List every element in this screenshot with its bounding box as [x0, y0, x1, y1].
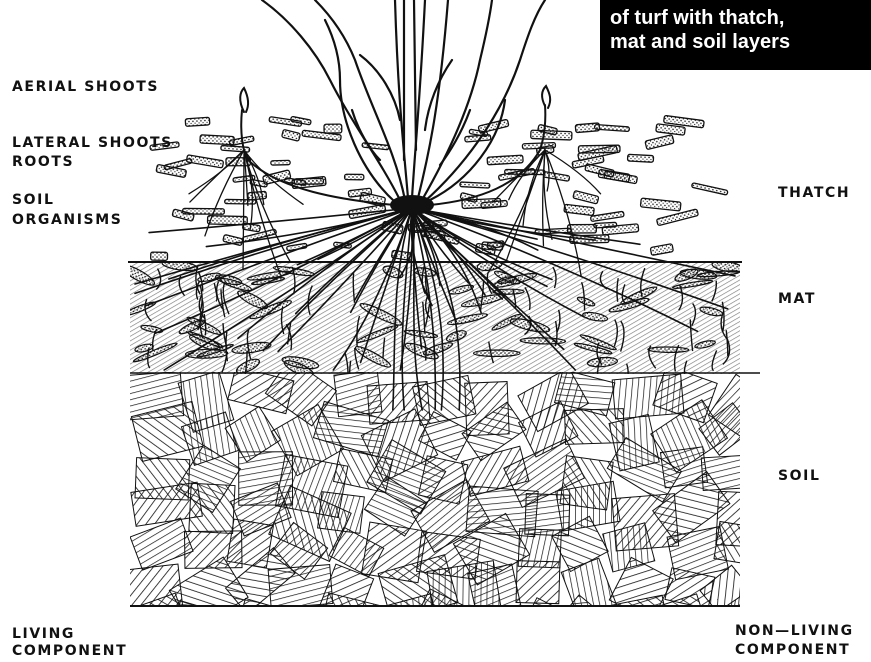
soil-layer [124, 358, 775, 660]
title-line-1: of turf with thatch, [610, 6, 871, 30]
label-soil: SOIL [778, 466, 821, 487]
label-roots: ROOTS [12, 152, 74, 173]
title-line-2: mat and soil layers [610, 30, 871, 54]
label-living-component: COMPONENT [12, 641, 127, 662]
label-aerial-shoots: AERIAL SHOOTS [12, 77, 159, 98]
aerial-shoots [262, 0, 545, 202]
figure-title: of turf with thatch, mat and soil layers [600, 0, 871, 70]
label-soil-organisms-line1: SOIL [12, 190, 55, 211]
label-mat: MAT [778, 289, 816, 310]
label-soil-organisms-line2: ORGANISMS [12, 210, 122, 231]
label-thatch: THATCH [778, 183, 850, 204]
label-non-living-component: COMPONENT [735, 640, 850, 661]
label-non-living: NON—LIVING [735, 621, 854, 642]
label-lateral-shoots: LATERAL SHOOTS [12, 133, 173, 154]
